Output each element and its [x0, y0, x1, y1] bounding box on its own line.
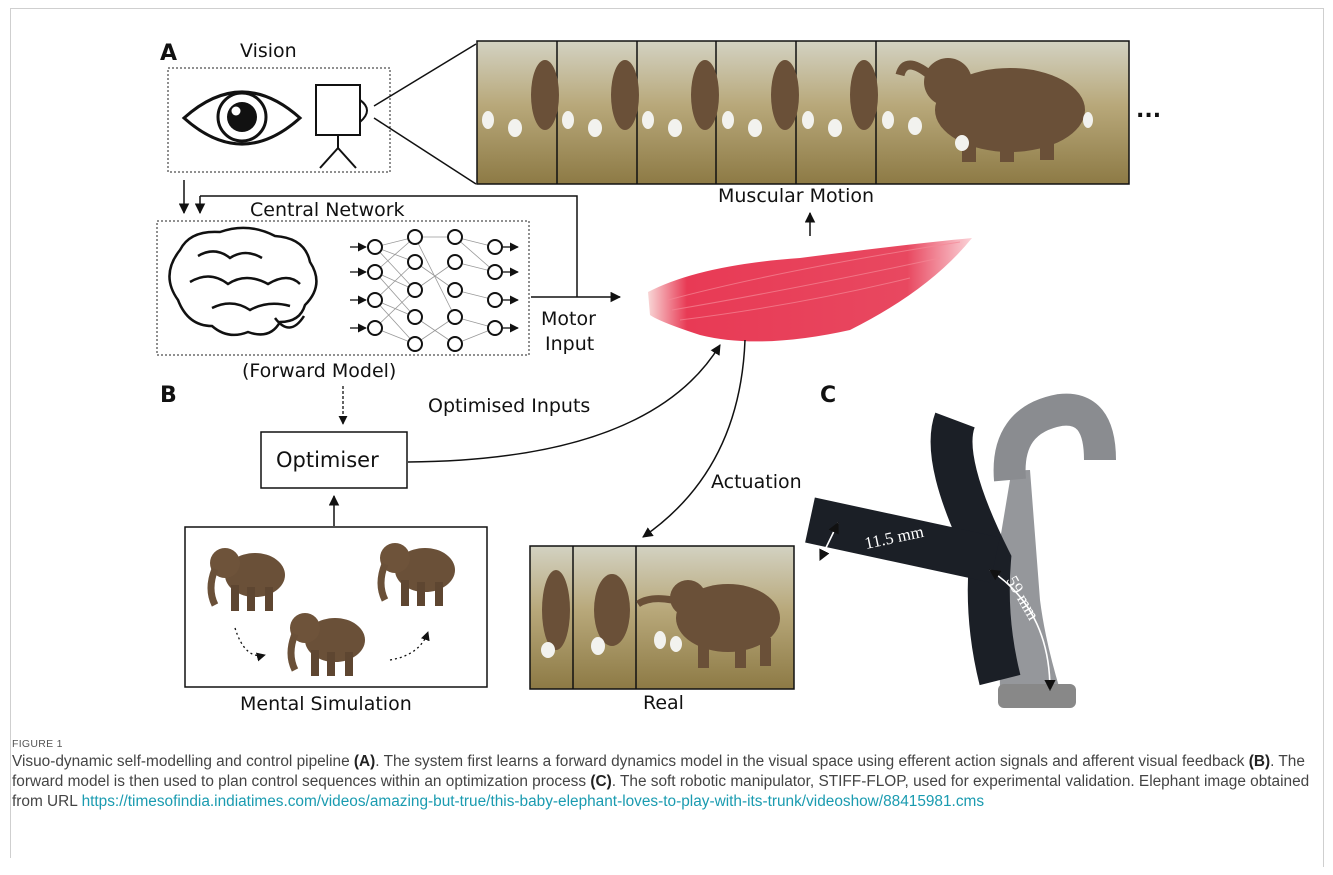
panel-a-label: A	[160, 41, 177, 66]
caption-segment: (C)	[590, 773, 611, 790]
muscular-motion-label: Muscular Motion	[718, 185, 874, 207]
caption-segment: (A)	[354, 753, 375, 770]
caption-segment: . The system first learns a forward dyna…	[375, 753, 1248, 770]
motor-input-line2: Input	[545, 333, 594, 355]
central-network-label: Central Network	[250, 199, 405, 221]
soft-robot-image	[810, 410, 1100, 708]
caption-segment: (B)	[1249, 753, 1270, 770]
vision-label: Vision	[240, 40, 297, 62]
figure-diagram: A B C Vision	[0, 0, 1333, 735]
caption-segment: Visuo-dynamic self-modelling and control…	[12, 753, 354, 770]
real-label: Real	[643, 692, 684, 714]
brain-icon	[169, 228, 316, 335]
panel-c-label: C	[820, 383, 836, 408]
central-network-box	[157, 221, 529, 355]
actuation-label: Actuation	[711, 471, 802, 493]
ellipsis: ...	[1136, 98, 1161, 123]
real-frames-strip	[530, 546, 794, 689]
neural-network-icon	[350, 230, 518, 351]
figure-caption: Visuo-dynamic self-modelling and control…	[12, 752, 1312, 812]
panel-b-label: B	[160, 383, 177, 408]
camera-icon	[316, 85, 367, 168]
optimiser-label: Optimiser	[276, 448, 379, 472]
motor-input-line1: Motor	[541, 308, 596, 330]
mental-simulation-label: Mental Simulation	[240, 693, 412, 715]
muscle-image	[648, 238, 972, 341]
video-frames-strip	[477, 41, 1129, 184]
optimised-inputs-label: Optimised Inputs	[428, 395, 590, 417]
caption-url-link[interactable]: https://timesofindia.indiatimes.com/vide…	[82, 793, 984, 810]
eye-icon	[184, 92, 300, 144]
figure-number: FIGURE 1	[12, 738, 63, 750]
forward-model-label: (Forward Model)	[242, 360, 396, 382]
